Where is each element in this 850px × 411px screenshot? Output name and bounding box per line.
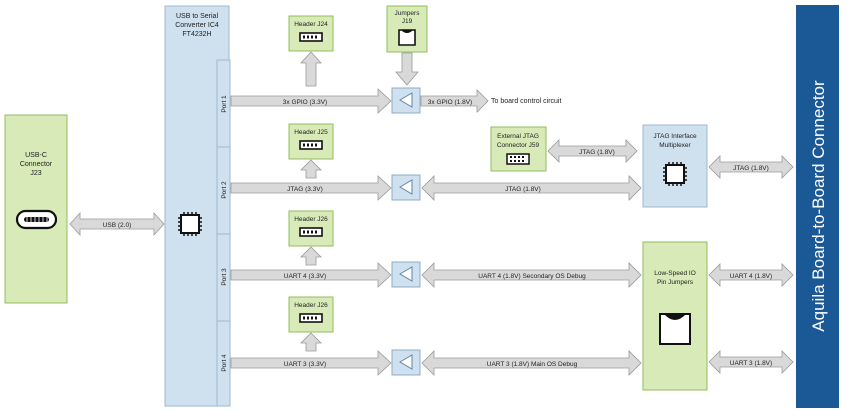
jumpers-label-1: Jumpers [395, 10, 421, 17]
port-4-label: Port 4 [221, 354, 228, 372]
header-j26-b: Header J26 [288, 296, 334, 333]
level-shifter-3 [391, 261, 421, 288]
port1-gpio-in-label: 3x GPIO (3.3V) [283, 99, 327, 106]
port4-uart3-out-label: UART 3 (1.8V) Main OS Debug [487, 361, 578, 368]
chip-icon [663, 162, 687, 186]
port2-jtag-out-arrow: JTAG (1.8V) [421, 175, 642, 201]
header-j24: Header J24 [288, 15, 334, 52]
port1-gpio-out-arrow: 3x GPIO (1.8V) [420, 89, 489, 113]
j24-arrow [300, 51, 322, 87]
level-shifter-1 [391, 87, 421, 114]
usb-link-label: USB (2.0) [103, 222, 132, 229]
jtag-connector-icon [506, 153, 530, 165]
jtag-multiplexer: JTAG Interface Multiplexer [642, 124, 708, 208]
mux-out-label: JTAG (1.8V) [733, 165, 769, 172]
pin-header-icon [299, 32, 323, 42]
port2-jtag-in-label: JTAG (3.3V) [287, 186, 323, 193]
usb-c-port-icon [15, 209, 58, 230]
pin-header-icon [299, 313, 323, 323]
header-j24-label: Header J24 [294, 21, 328, 28]
pin-header-icon [299, 227, 323, 237]
lsio-label-1: Low-Speed IO [654, 270, 696, 277]
port-1: Port 1 [216, 59, 231, 148]
port-1-label: Port 1 [221, 95, 228, 113]
port-3: Port 3 [216, 233, 231, 322]
j26b-arrow [300, 332, 322, 352]
ext-jtag-label-1: External JTAG [497, 133, 539, 140]
lsio-label-2: Pin Jumpers [657, 279, 694, 286]
low-speed-io-jumpers: Low-Speed IO Pin Jumpers [642, 241, 708, 391]
jumper-icon [659, 313, 691, 345]
port3-uart4-out-arrow: UART 4 (1.8V) Secondary OS Debug [421, 262, 642, 288]
ext-jtag-link-label: JTAG (1.8V) [579, 149, 615, 156]
jumpers-arrow [395, 52, 419, 86]
lsio-uart4-label: UART 4 (1.8V) [730, 273, 772, 280]
lsio-uart3-arrow: UART 3 (1.8V) [708, 350, 794, 374]
port3-uart4-out-label: UART 4 (1.8V) Secondary OS Debug [478, 273, 586, 280]
level-shifter-2 [391, 174, 421, 201]
ic4-label-2: Converter IC4 [175, 22, 219, 29]
port1-gpio-arrow: 3x GPIO (3.3V) [230, 88, 392, 114]
port2-jtag-arrow: JTAG (3.3V) [230, 175, 392, 201]
port-4: Port 4 [216, 320, 231, 407]
ic4-label-1: USB to Serial [176, 13, 218, 20]
port-2: Port 2 [216, 146, 231, 235]
header-j25: Header J25 [288, 123, 334, 160]
ic4-label-3: FT4232H [182, 31, 211, 38]
usb-link-arrow: USB (2.0) [69, 211, 165, 237]
port2-jtag-out-label: JTAG (1.8V) [505, 186, 541, 193]
port4-uart3-arrow: UART 3 (3.3V) [230, 350, 392, 376]
board-to-board-connector: Aquila Board-to-Board Connector [796, 5, 839, 408]
jumpers-label-2: J19 [402, 18, 413, 25]
header-j26-a: Header J26 [288, 210, 334, 247]
jumper-icon [398, 29, 416, 46]
usb-c-connector: USB-C Connector J23 [4, 114, 68, 304]
level-shifter-4 [391, 349, 421, 376]
usb-c-label-2: Connector [20, 161, 53, 168]
ext-jtag-arrow: JTAG (1.8V) [547, 139, 638, 163]
header-j26b-label: Header J26 [294, 302, 328, 309]
port3-uart4-arrow: UART 4 (3.3V) [230, 262, 392, 288]
port4-uart3-in-label: UART 3 (3.3V) [284, 361, 326, 368]
chip-icon [178, 212, 202, 236]
port4-uart3-out-arrow: UART 3 (1.8V) Main OS Debug [421, 350, 642, 376]
jumpers-j19: Jumpers J19 [386, 5, 428, 53]
jtag-mux-label-1: JTAG Interface [653, 133, 697, 140]
header-j26a-label: Header J26 [294, 216, 328, 223]
board-connector-label: Aquila Board-to-Board Connector [809, 80, 828, 332]
mux-out-arrow: JTAG (1.8V) [708, 155, 794, 179]
usb-c-label-1: USB-C [25, 152, 47, 159]
jtag-mux-label-2: Multiplexer [659, 142, 691, 149]
ext-jtag-label-2: Connector J59 [497, 142, 540, 149]
j26a-arrow [300, 246, 322, 266]
board-control-label: To board control circuit [491, 98, 561, 105]
port-2-label: Port 2 [221, 181, 228, 199]
lsio-uart4-arrow: UART 4 (1.8V) [708, 263, 794, 287]
header-j25-label: Header J25 [294, 129, 328, 136]
pin-header-icon [299, 140, 323, 150]
external-jtag-connector: External JTAG Connector J59 [490, 126, 547, 172]
usb-c-label-3: J23 [30, 170, 41, 177]
j25-arrow [300, 159, 322, 179]
port1-gpio-out-label: 3x GPIO (1.8V) [428, 99, 472, 106]
port3-uart4-in-label: UART 4 (3.3V) [284, 273, 326, 280]
lsio-uart3-label: UART 3 (1.8V) [730, 360, 772, 367]
port-3-label: Port 3 [221, 268, 228, 286]
